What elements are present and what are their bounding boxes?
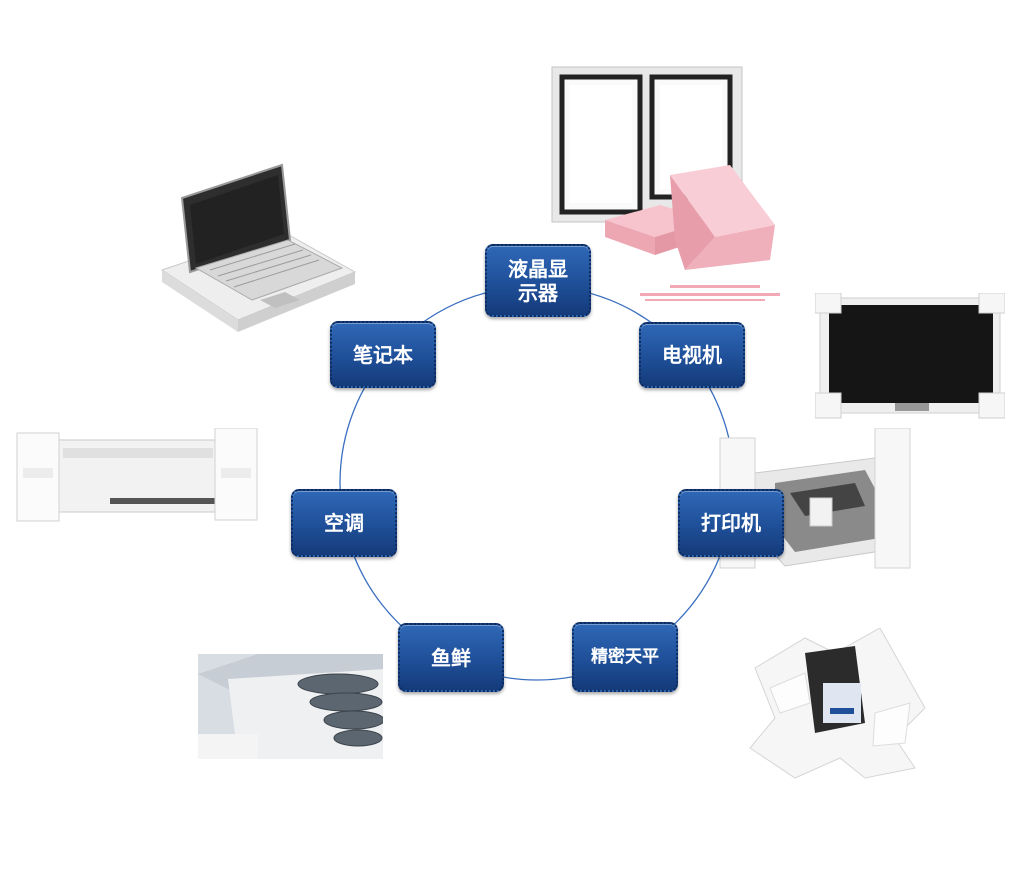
pink-foam-box-image: [605, 165, 780, 301]
printer-image: [719, 428, 911, 569]
node-balance[interactable]: 精密天平: [572, 622, 678, 692]
node-tv[interactable]: 电视机: [639, 322, 745, 388]
air-conditioner-image: [16, 428, 258, 522]
node-laptop[interactable]: 笔记本: [330, 321, 436, 388]
node-printer[interactable]: 打印机: [678, 489, 784, 557]
node-ac[interactable]: 空调: [291, 489, 397, 557]
fish-box-image: [198, 654, 383, 759]
laptop-image: [160, 163, 357, 332]
tv-image: [815, 293, 1005, 419]
node-fish[interactable]: 鱼鲜: [398, 623, 504, 692]
balance-foam-image: [749, 628, 926, 779]
node-lcd[interactable]: 液晶显 示器: [485, 244, 591, 317]
lcd-frame-image: [551, 66, 743, 223]
